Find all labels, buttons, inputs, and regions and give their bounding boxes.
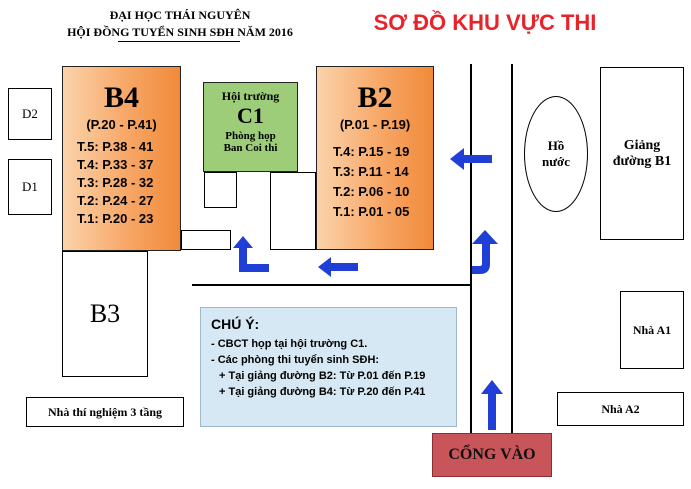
b4-floor: T.4: P.33 - 37 bbox=[77, 157, 154, 172]
building-b2-range: (P.01 - P.19) bbox=[339, 117, 411, 132]
b4-floor: T.5: P.38 - 41 bbox=[77, 139, 154, 154]
c1-sub2: Ban Coi thi bbox=[223, 142, 278, 154]
building-b4: B4 (P.20 - P.41) T.5: P.38 - 41 T.4: P.3… bbox=[62, 66, 181, 251]
b4-floor: T.3: P.28 - 32 bbox=[77, 175, 154, 190]
notice-line: + Tại giảng đường B2: Từ P.01 đến P.19 bbox=[219, 370, 426, 382]
b2-floor: T.3: P.11 - 14 bbox=[333, 164, 409, 179]
b4-floor: T.2: P.24 - 27 bbox=[77, 193, 154, 208]
building-a2: Nhà A2 bbox=[557, 392, 684, 426]
arrow-up-gate-icon bbox=[481, 380, 503, 430]
notice-box: CHÚ Ý: - CBCT họp tại hội trường C1. - C… bbox=[200, 307, 457, 427]
arrow-left-b2-icon bbox=[450, 148, 492, 170]
university-name: ĐẠI HỌC THÁI NGUYÊN bbox=[109, 8, 251, 22]
road-horizontal bbox=[192, 284, 472, 286]
annex-box-b2 bbox=[270, 172, 316, 250]
building-b4-floors: T.5: P.38 - 41 T.4: P.33 - 37 T.3: P.28 … bbox=[77, 138, 180, 228]
c1-title: C1 bbox=[237, 103, 264, 128]
building-d2: D2 bbox=[8, 88, 52, 140]
annex-box-c1 bbox=[204, 172, 237, 208]
notice-line: + Tại giảng đường B4: Từ P.20 đến P.41 bbox=[219, 386, 426, 398]
road-inner-vertical bbox=[470, 284, 472, 436]
notice-line: - CBCT họp tại hội trường C1. bbox=[211, 338, 368, 350]
map-title: SƠ ĐỒ KHU VỰC THI bbox=[373, 10, 597, 35]
entrance-gate: CỔNG VÀO bbox=[432, 433, 552, 477]
lake-label-2: nước bbox=[542, 154, 570, 169]
header-underline bbox=[118, 41, 240, 42]
road-left-vertical bbox=[470, 64, 472, 284]
notice-line: - Các phòng thi tuyển sinh SĐH: bbox=[211, 354, 380, 366]
building-b2-title: B2 bbox=[357, 81, 393, 114]
arrow-turn-c1-icon bbox=[233, 236, 269, 272]
b1-label-1: Giảng bbox=[623, 137, 661, 153]
b4-floor: T.1: P.20 - 23 bbox=[77, 211, 154, 226]
b2-floor: T.1: P.01 - 05 bbox=[333, 204, 410, 219]
arrow-left-road-icon bbox=[318, 257, 358, 277]
annex-box-b4 bbox=[181, 230, 231, 250]
building-b2: B2 (P.01 - P.19) T.4: P.15 - 19 T.3: P.1… bbox=[316, 66, 434, 250]
arrow-turn-up-icon bbox=[472, 230, 498, 274]
council-name: HỘI ĐỒNG TUYỂN SINH SĐH NĂM 2016 bbox=[67, 25, 293, 39]
building-b3: B3 bbox=[62, 251, 148, 377]
building-c1: Hội trường C1 Phòng họp Ban Coi thi bbox=[203, 82, 298, 172]
lake-label-1: Hồ bbox=[547, 138, 565, 153]
c1-sub1: Phòng họp bbox=[225, 130, 276, 142]
road-right-vertical bbox=[511, 64, 513, 436]
building-b2-floors: T.4: P.15 - 19 T.3: P.11 - 14 T.2: P.06 … bbox=[333, 142, 433, 222]
building-d1: D1 bbox=[8, 159, 52, 215]
lake: Hồ nước bbox=[524, 96, 588, 212]
c1-label: Hội trường bbox=[221, 89, 280, 103]
b2-floor: T.4: P.15 - 19 bbox=[333, 144, 410, 159]
building-lab: Nhà thí nghiệm 3 tầng bbox=[26, 397, 184, 427]
notice-title: CHÚ Ý: bbox=[211, 316, 260, 332]
building-b4-range: (P.20 - P.41) bbox=[86, 117, 157, 132]
b1-label-2: đường B1 bbox=[612, 153, 672, 169]
building-b4-title: B4 bbox=[103, 81, 139, 114]
building-a1: Nhà A1 bbox=[620, 291, 684, 369]
b2-floor: T.2: P.06 - 10 bbox=[333, 184, 410, 199]
building-b1: Giảng đường B1 bbox=[600, 67, 684, 240]
